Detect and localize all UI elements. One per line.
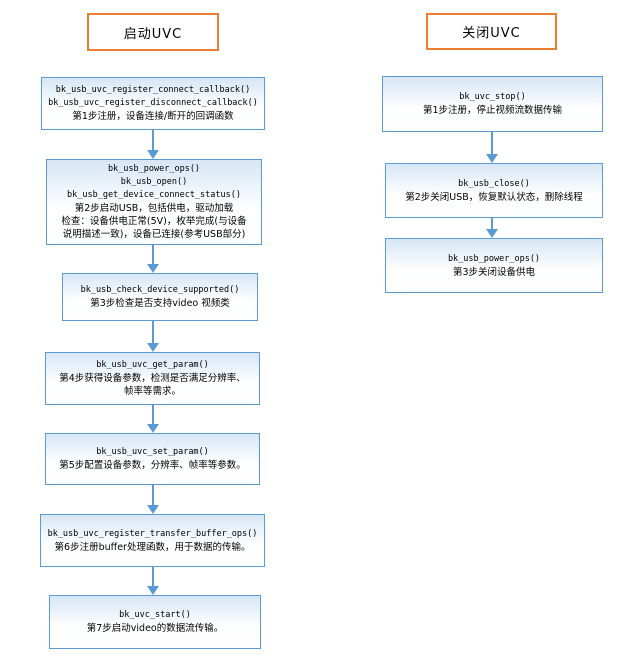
description-line: 第5步配置设备参数，分辨率、帧率等参数。	[59, 460, 246, 471]
step-usb-close: bk_usb_close() 第2步关闭USB，恢复默认状态，删除线程	[385, 163, 603, 218]
arrow-down-icon	[486, 218, 498, 238]
function-name-line: bk_uvc_start()	[119, 610, 191, 620]
function-name-line: bk_usb_uvc_register_disconnect_callback(…	[48, 98, 258, 108]
step-uvc-start: bk_uvc_start() 第7步启动video的数据流传输。	[49, 595, 261, 649]
description-line: 第7步启动video的数据流传输。	[86, 623, 224, 634]
arrow-down-icon	[147, 130, 159, 159]
description-line: 第3步关闭设备供电	[452, 266, 536, 278]
start-uvc-title-box: 启动UVC	[87, 13, 219, 51]
description-line: 第4步获得设备参数，检测是否满足分辨率、	[59, 373, 246, 384]
step-set-param: bk_usb_uvc_set_param() 第5步配置设备参数，分辨率、帧率等…	[45, 433, 260, 485]
function-name-line: bk_usb_open()	[120, 177, 188, 187]
close-uvc-title: 关闭UVC	[462, 26, 521, 41]
close-uvc-title-box: 关闭UVC	[426, 13, 557, 50]
step-power-off: bk_usb_power_ops() 第3步关闭设备供电	[385, 238, 603, 293]
description-line: 说明描述一致)，设备已连接(参考USB部分)	[62, 229, 246, 240]
step-register-transfer-buffer-ops: bk_usb_uvc_register_transfer_buffer_ops(…	[40, 514, 265, 567]
arrow-down-icon	[147, 245, 159, 273]
function-name-line: bk_usb_power_ops()	[447, 253, 541, 264]
function-name-line: bk_usb_get_device_connect_status()	[67, 190, 241, 200]
description-line: 第1步注册，停止视频流数据传输	[422, 105, 563, 116]
description-line: 检查：设备供电正常(5V)，枚举完成(与设备	[61, 216, 247, 227]
function-name-line: bk_usb_uvc_set_param()	[96, 447, 209, 457]
description-line: 第3步检查是否支持video 视频类	[90, 298, 230, 309]
function-name-line: bk_usb_power_ops()	[107, 164, 201, 174]
description-line: 第6步注册buffer处理函数，用于数据的传输。	[54, 541, 251, 553]
function-name-line: bk_usb_uvc_register_transfer_buffer_ops(…	[47, 528, 258, 539]
step-uvc-stop: bk_uvc_stop() 第1步注册，停止视频流数据传输	[382, 76, 603, 132]
description-line: 第2步关闭USB，恢复默认状态，删除线程	[405, 191, 583, 203]
function-name-line: bk_usb_close()	[458, 178, 530, 189]
arrow-down-icon	[486, 132, 498, 163]
step-check-device-supported: bk_usb_check_device_supported() 第3步检查是否支…	[62, 273, 258, 321]
step-register-callbacks: bk_usb_uvc_register_connect_callback() b…	[41, 77, 265, 130]
step-start-usb: bk_usb_power_ops() bk_usb_open() bk_usb_…	[46, 159, 262, 245]
function-name-line: bk_usb_uvc_get_param()	[96, 360, 209, 370]
start-uvc-title: 启动UVC	[123, 26, 183, 42]
function-name-line: bk_uvc_stop()	[459, 92, 526, 102]
arrow-down-icon	[147, 485, 159, 514]
step-get-param: bk_usb_uvc_get_param() 第4步获得设备参数，检测是否满足分…	[45, 352, 260, 405]
function-name-line: bk_usb_uvc_register_connect_callback()	[55, 85, 251, 95]
description-line: 帧率等需求。	[123, 386, 181, 397]
function-name-line: bk_usb_check_device_supported()	[80, 285, 240, 295]
description-line: 第2步启动USB，包括供电，驱动加载	[74, 203, 234, 214]
arrow-down-icon	[147, 321, 159, 352]
arrow-down-icon	[147, 567, 159, 595]
arrow-down-icon	[147, 405, 159, 433]
description-line: 第1步注册，设备连接/断开的回调函数	[72, 111, 234, 122]
